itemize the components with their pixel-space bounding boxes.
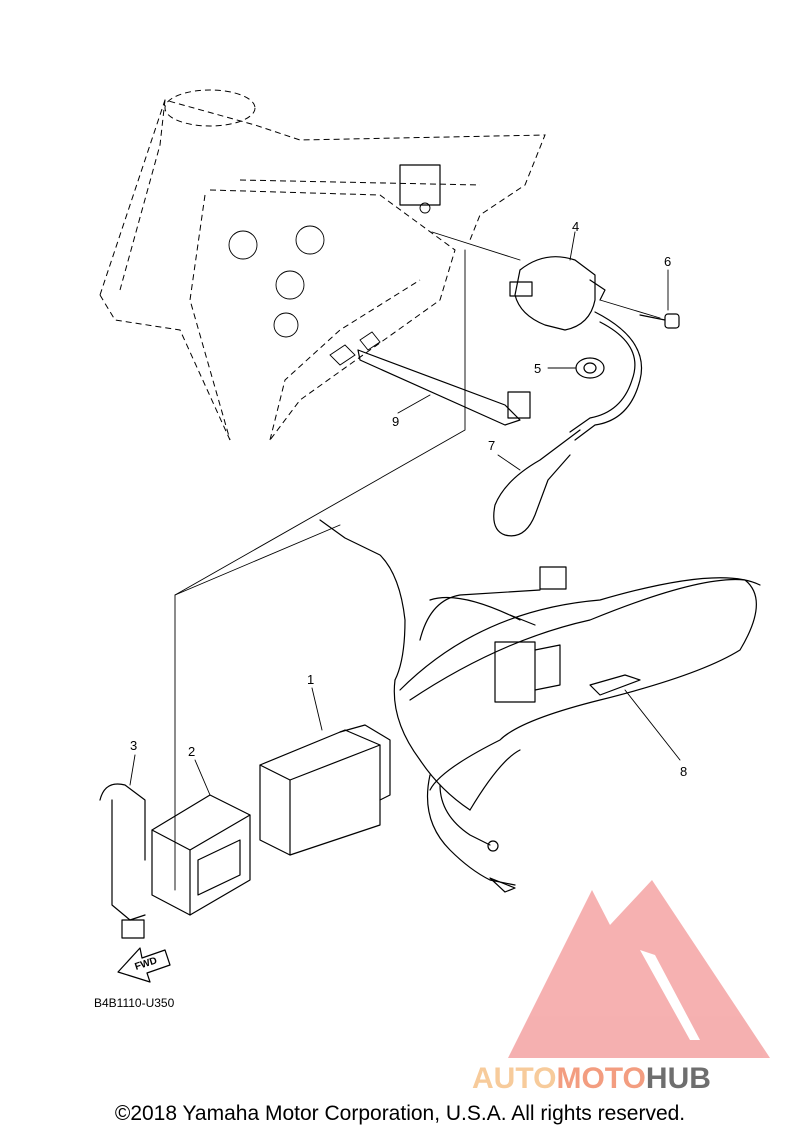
callout-2: 2 [188,744,195,759]
copyright-notice: ©2018 Yamaha Motor Corporation, U.S.A. A… [114,1102,686,1125]
watermark-triangle [508,880,770,1058]
part-1-cdi-unit [259,687,391,856]
part-5-grommet [547,357,605,379]
callout-3: 3 [130,738,137,753]
watermark-text: AUTOMOTOHUB [472,1062,711,1095]
callout-7: 7 [488,438,495,453]
diagram-code: B4B1110-U350 [94,996,175,1010]
part-4-ignition-coil [509,231,606,331]
watermark-part2: MOTO [556,1062,645,1095]
part-7-plug-cap [493,311,642,537]
watermark-logo: AUTOMOTOHUB [472,880,770,1095]
callout-4: 4 [572,219,579,234]
reference-lines [174,231,521,891]
fwd-arrow: FWD [117,947,171,983]
callout-numbers: 1 2 3 4 5 6 7 8 9 [130,219,687,779]
watermark-part3: HUB [646,1062,711,1095]
callout-6: 6 [664,254,671,269]
callout-1: 1 [307,672,314,687]
part-9-lead [357,349,531,426]
callout-5: 5 [534,361,541,376]
part-6-bolt [599,269,680,329]
watermark-part1: AUTO [472,1062,556,1095]
callout-8: 8 [680,764,687,779]
part-2-box [151,759,251,916]
frame-outline [99,89,546,441]
part-3-cable-band [99,754,146,939]
callout-9: 9 [392,414,399,429]
part-8-wire-harness [319,519,761,893]
